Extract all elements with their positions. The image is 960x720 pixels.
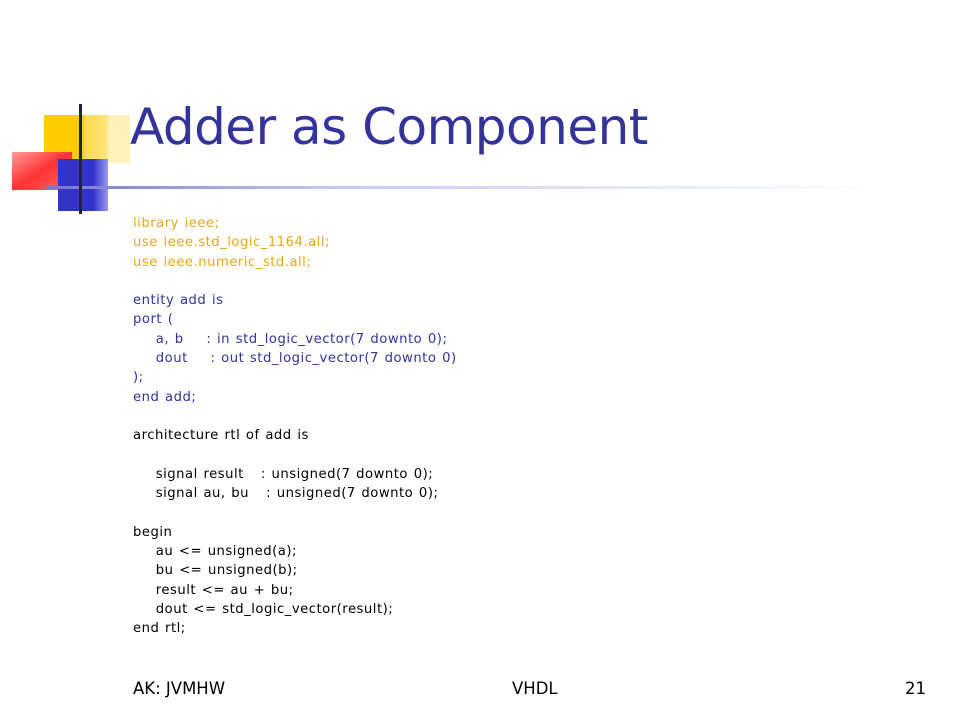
code-line: end rtl; [133,621,186,637]
code-line [133,503,457,522]
code-line: signal result : unsigned(7 downto 0); [133,466,434,482]
code-line: library ieee; [133,216,220,231]
code-line: entity add is [133,293,224,309]
code-line [133,407,457,426]
code-line: end add; [133,389,197,405]
logo-blue-square [58,159,108,211]
code-listing: library ieee; use ieee.std_logic_1164.all… [133,214,457,639]
footer-author: AK: JVMHW [133,679,226,698]
code-line: result <= au + bu; [133,582,294,598]
footer-page-number: 21 [905,679,926,698]
code-line [133,272,457,291]
code-line: dout <= std_logic_vector(result); [133,601,394,617]
code-line: bu <= unsigned(b); [133,563,298,579]
code-line: begin [133,524,173,540]
logo-horizontal-rule [46,186,876,189]
code-line: use ieee.numeric_std.all; [133,254,312,270]
logo-yellow-square [44,115,108,163]
code-line: a, b : in std_logic_vector(7 downto 0); [133,331,448,347]
code-line: ); [133,370,144,386]
code-line: dout : out std_logic_vector(7 downto 0) [133,351,457,367]
code-line: signal au, bu : unsigned(7 downto 0); [133,486,439,502]
footer-topic: VHDL [512,679,558,698]
logo-vertical-rule [79,104,82,214]
code-line: use ieee.std_logic_1164.all; [133,235,330,251]
code-line: architecture rtl of add is [133,428,309,444]
code-line [133,446,457,465]
code-line: au <= unsigned(a); [133,544,297,560]
code-line: port ( [133,312,174,328]
logo-red-square [12,152,72,190]
slide-title: Adder as Component [130,98,648,156]
